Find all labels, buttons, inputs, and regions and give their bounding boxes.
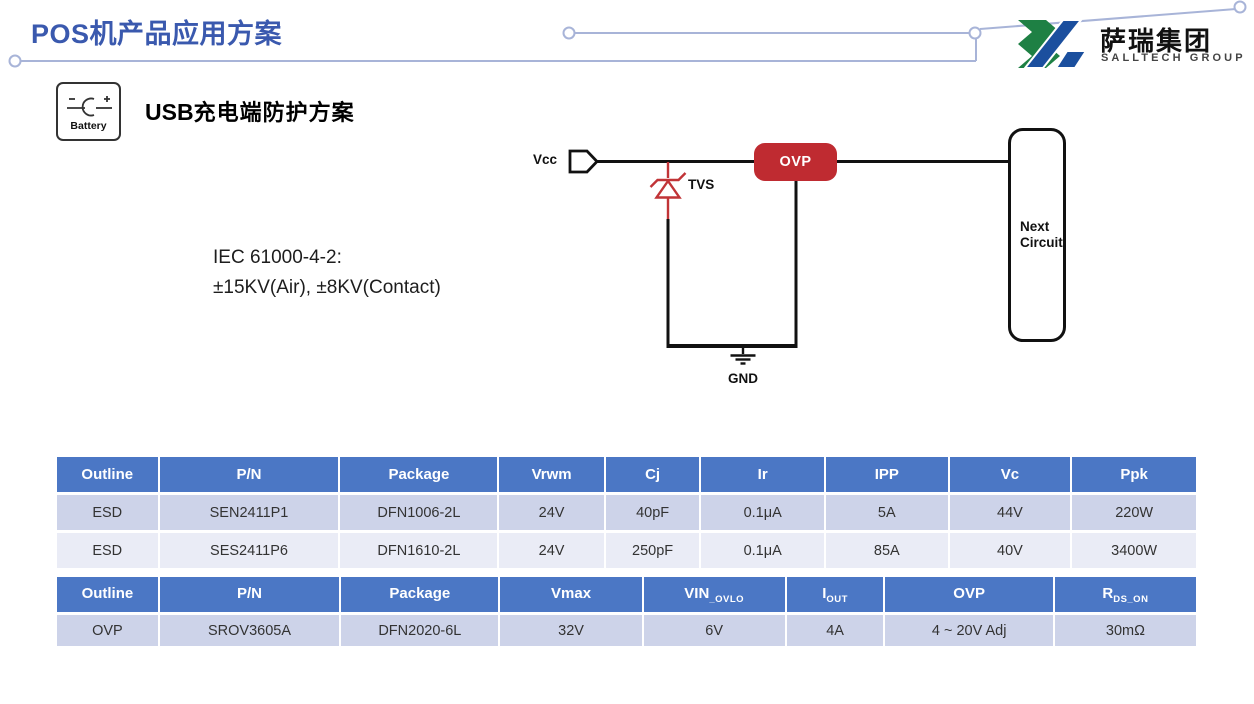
cell-ipp: 5A — [825, 495, 948, 530]
cell-ppk: 220W — [1072, 495, 1196, 530]
esd-spec-table: Outline P/N Package Vrwm Cj Ir IPP Vc Pp… — [55, 454, 1198, 571]
table-row: ESD SES2411P6 DFN1610-2L 24V 250pF 0.1μA… — [57, 533, 1196, 568]
cell-vc: 44V — [949, 495, 1071, 530]
cell-outline: OVP — [57, 615, 158, 646]
cell-ir: 0.1μA — [701, 495, 824, 530]
next-circuit-box: Next Circuit — [1008, 128, 1066, 342]
iec-standard-note: IEC 61000-4-2: ±15KV(Air), ±8KV(Contact) — [213, 243, 441, 302]
decor-lines — [21, 8, 1237, 62]
battery-symbol-icon — [66, 95, 112, 116]
cell-ipp: 85A — [825, 533, 948, 568]
ovp-spec-table: Outline P/N Package Vmax VIN_OVLO IOUT O… — [55, 574, 1198, 649]
cell-pn: SROV3605A — [159, 615, 340, 646]
company-logo-icon — [1018, 20, 1088, 68]
col-header-ipp: IPP — [825, 457, 948, 492]
logo-company-name-en: SALLTECH GROUP — [1101, 52, 1246, 64]
col-header-package: Package — [340, 457, 498, 492]
cell-cj: 250pF — [605, 533, 700, 568]
col-header-ir: Ir — [701, 457, 824, 492]
section-title-cn: 充电端防护方案 — [193, 100, 355, 125]
cell-ppk: 3400W — [1072, 533, 1196, 568]
cell-rds-on: 30mΩ — [1054, 615, 1196, 646]
cell-package: DFN1610-2L — [340, 533, 498, 568]
iec-note-line1: IEC 61000-4-2: — [213, 247, 342, 268]
battery-icon: Battery — [56, 82, 121, 141]
ground-icon — [730, 348, 756, 365]
col-header-outline: Outline — [57, 577, 158, 612]
cell-package: DFN2020-6L — [341, 615, 499, 646]
battery-icon-label: Battery — [70, 119, 107, 132]
next-circuit-label: Next Circuit — [1011, 219, 1063, 251]
col-header-iout: IOUT — [786, 577, 884, 612]
cell-vrwm: 24V — [499, 533, 604, 568]
page-title: POS机产品应用方案 — [31, 19, 283, 49]
ovp-chip: OVP — [754, 143, 837, 181]
col-header-pn: P/N — [159, 457, 339, 492]
table-row: OVP SROV3605A DFN2020-6L 32V 6V 4A 4 ~ 2… — [57, 615, 1196, 646]
cell-vc: 40V — [949, 533, 1071, 568]
col-header-ovp: OVP — [885, 577, 1053, 612]
col-header-cj: Cj — [605, 457, 700, 492]
cell-ovp: 4 ~ 20V Adj — [885, 615, 1053, 646]
next-circuit-line2: Circuit — [1020, 235, 1063, 250]
decor-circles — [8, 0, 1247, 68]
col-header-package: Package — [341, 577, 499, 612]
col-header-vc: Vc — [949, 457, 1071, 492]
cell-ir: 0.1μA — [701, 533, 824, 568]
col-header-vrwm: Vrwm — [499, 457, 604, 492]
col-header-ppk: Ppk — [1072, 457, 1196, 492]
cell-iout: 4A — [786, 615, 884, 646]
tvs-diode-icon — [649, 162, 687, 219]
circuit-wires — [597, 160, 1010, 348]
gnd-label: GND — [728, 371, 758, 386]
cell-outline: ESD — [57, 533, 158, 568]
cell-vmax: 32V — [500, 615, 642, 646]
table-row: ESD SEN2411P1 DFN1006-2L 24V 40pF 0.1μA … — [57, 495, 1196, 530]
col-header-pn: P/N — [159, 577, 340, 612]
cell-cj: 40pF — [605, 495, 700, 530]
vcc-label: Vcc — [533, 152, 558, 167]
iec-note-line2: ±15KV(Air), ±8KV(Contact) — [213, 276, 441, 298]
next-circuit-line1: Next — [1020, 219, 1050, 234]
esd-table-header-row: Outline P/N Package Vrwm Cj Ir IPP Vc Pp… — [57, 457, 1196, 492]
cell-package: DFN1006-2L — [340, 495, 498, 530]
ovp-table-header-row: Outline P/N Package Vmax VIN_OVLO IOUT O… — [57, 577, 1196, 612]
cell-outline: ESD — [57, 495, 158, 530]
section-title: USB充电端防护方案 — [145, 95, 355, 127]
cell-pn: SEN2411P1 — [159, 495, 339, 530]
tvs-label: TVS — [688, 177, 715, 192]
col-header-vin-ovlo: VIN_OVLO — [643, 577, 785, 612]
cell-vrwm: 24V — [499, 495, 604, 530]
section-title-prefix: USB — [145, 99, 194, 125]
col-header-outline: Outline — [57, 457, 158, 492]
col-header-rds-on: RDS_ON — [1054, 577, 1196, 612]
logo-company-name: 萨瑞集团 — [1100, 26, 1213, 56]
vcc-connector-icon — [568, 149, 599, 174]
cell-vin-ovlo: 6V — [643, 615, 785, 646]
cell-pn: SES2411P6 — [159, 533, 339, 568]
col-header-vmax: Vmax — [500, 577, 642, 612]
